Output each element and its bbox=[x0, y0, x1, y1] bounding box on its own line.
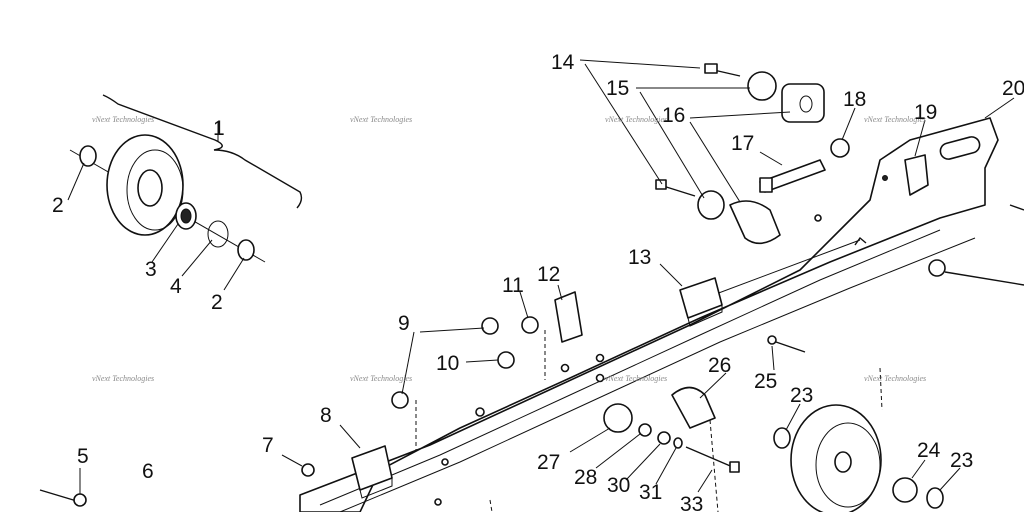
watermark: vNext Technologies bbox=[605, 115, 667, 124]
washer-30 bbox=[657, 431, 671, 445]
screw-25 bbox=[767, 335, 777, 345]
watermark: vNext Technologies bbox=[350, 115, 412, 124]
callout-3: 3 bbox=[145, 258, 157, 281]
callout-2a: 2 bbox=[52, 194, 64, 217]
callout-2b: 2 bbox=[211, 291, 223, 314]
watermark: vNext Technologies bbox=[92, 115, 154, 124]
washer-23a bbox=[773, 427, 791, 449]
wheel-27 bbox=[603, 403, 633, 433]
spacer-24 bbox=[892, 477, 918, 503]
stop-block-16a bbox=[781, 83, 825, 123]
bolt-14a bbox=[704, 63, 718, 74]
bolt-33 bbox=[729, 461, 740, 473]
stop-block-16b bbox=[729, 200, 781, 245]
snap-ring bbox=[207, 220, 229, 248]
callout-27: 27 bbox=[537, 451, 560, 474]
callout-33: 33 bbox=[680, 493, 703, 512]
callout-20: 20 bbox=[1002, 77, 1024, 100]
bracket-19 bbox=[904, 154, 929, 196]
callout-8: 8 bbox=[320, 404, 332, 427]
callout-14: 14 bbox=[551, 51, 575, 74]
callout-23a: 23 bbox=[790, 384, 813, 407]
bolt-14b bbox=[655, 179, 667, 190]
callout-13: 13 bbox=[628, 246, 651, 269]
nut-9a bbox=[481, 317, 499, 335]
block-26 bbox=[671, 386, 716, 429]
nut-10 bbox=[497, 351, 515, 369]
stop-block-assembly bbox=[655, 63, 1024, 286]
washer-23b bbox=[926, 487, 944, 509]
callout-30: 30 bbox=[607, 474, 630, 497]
watermarks: vNext Technologies vNext Technologies vN… bbox=[92, 115, 926, 383]
nut-7 bbox=[301, 463, 315, 477]
callout-18: 18 bbox=[843, 88, 866, 111]
callout-31: 31 bbox=[639, 481, 662, 504]
callout-15: 15 bbox=[606, 77, 629, 100]
callout-7: 7 bbox=[262, 434, 274, 457]
nut-9b bbox=[391, 391, 409, 409]
locknut-18 bbox=[830, 138, 850, 158]
leader-lines bbox=[67, 59, 1015, 513]
callouts: 1 2 2 3 4 5 6 7 8 9 10 11 12 13 14 15 16… bbox=[52, 51, 1024, 516]
nut-11 bbox=[521, 316, 539, 334]
callout-4: 4 bbox=[170, 275, 182, 298]
callout-19: 19 bbox=[914, 101, 937, 124]
callout-5: 5 bbox=[77, 445, 89, 468]
flange-bushing-right bbox=[237, 239, 255, 261]
callout-24: 24 bbox=[917, 439, 941, 462]
spacer-15a bbox=[747, 71, 777, 101]
block-8 bbox=[351, 445, 393, 491]
spacer-15b bbox=[697, 190, 725, 220]
bracket-12 bbox=[554, 291, 583, 343]
idler-wheel-assembly bbox=[69, 94, 303, 263]
watermark: vNext Technologies bbox=[350, 374, 412, 383]
callout-23b: 23 bbox=[950, 449, 973, 472]
watermark: vNext Technologies bbox=[864, 374, 926, 383]
callout-6: 6 bbox=[142, 460, 154, 483]
callout-12: 12 bbox=[537, 263, 560, 286]
callout-16: 16 bbox=[662, 104, 685, 127]
nut-20 bbox=[928, 259, 946, 277]
watermark: vNext Technologies bbox=[605, 374, 667, 383]
bolt-5 bbox=[73, 493, 87, 507]
callout-9: 9 bbox=[398, 312, 410, 335]
callout-11: 11 bbox=[502, 274, 524, 297]
watermark: vNext Technologies bbox=[864, 115, 926, 124]
callout-10: 10 bbox=[436, 352, 459, 375]
wear-blocks bbox=[351, 277, 723, 499]
callout-28: 28 bbox=[574, 466, 597, 489]
washer-31 bbox=[673, 437, 683, 449]
flange-bushing-left bbox=[79, 145, 97, 167]
bushing-28 bbox=[638, 423, 652, 437]
callout-26: 26 bbox=[708, 354, 731, 377]
callout-1: 1 bbox=[213, 117, 225, 140]
watermark: vNext Technologies bbox=[92, 374, 154, 383]
callout-25: 25 bbox=[754, 370, 777, 393]
callout-17: 17 bbox=[731, 132, 754, 155]
